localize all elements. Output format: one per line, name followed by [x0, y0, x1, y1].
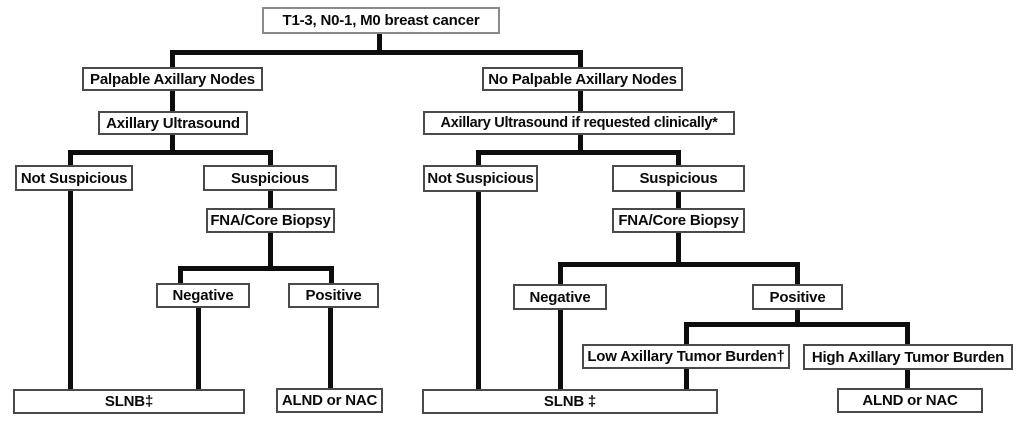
connector-right-positive-stem [795, 310, 800, 326]
node-high-axillary-tumor-burden: High Axillary Tumor Burden [803, 344, 1013, 370]
connector-to-right-not-suspicious [476, 150, 481, 165]
connector-right-suspicious-fna [676, 191, 681, 208]
connector-left-suspicious-fna [268, 191, 273, 208]
node-left-suspicious: Suspicious [203, 165, 337, 191]
node-left-alnd-or-nac: ALND or NAC [276, 388, 383, 413]
node-right-axillary-ultrasound-if-requested: Axillary Ultrasound if requested clinica… [423, 111, 735, 135]
connector-low-burden-slnb [684, 369, 689, 389]
connector-left-positive-alnd [328, 308, 333, 388]
connector-palpable-ultrasound [170, 91, 175, 111]
connector-left-split2 [68, 150, 273, 155]
node-left-fna-core-biopsy: FNA/Core Biopsy [206, 208, 335, 233]
connector-left-split3 [178, 266, 334, 271]
connector-right-split3 [558, 262, 800, 267]
node-right-not-suspicious: Not Suspicious [423, 165, 538, 192]
connector-right-negative-slnb [558, 310, 563, 389]
node-palpable-axillary-nodes: Palpable Axillary Nodes [82, 67, 263, 91]
connector-to-left-positive [329, 266, 334, 283]
node-low-axillary-tumor-burden: Low Axillary Tumor Burden† [582, 344, 790, 369]
connector-no-palpable-ultrasound [578, 91, 583, 111]
connector-left-fna-stem [268, 233, 273, 269]
connector-right-not-suspicious-slnb [476, 191, 481, 389]
connector-right-ultrasound-stem [578, 135, 583, 153]
connector-to-high-burden [905, 322, 910, 344]
connector-right-fna-stem [676, 233, 681, 266]
node-left-not-suspicious: Not Suspicious [15, 165, 133, 191]
node-right-fna-core-biopsy: FNA/Core Biopsy [612, 208, 745, 233]
connector-to-right-positive [795, 262, 800, 284]
node-left-positive: Positive [288, 283, 379, 308]
node-root-breast-cancer: T1-3, N0-1, M0 breast cancer [262, 7, 500, 34]
connector-to-left-negative [178, 266, 183, 283]
connector-to-left-suspicious [268, 150, 273, 165]
connector-to-left-not-suspicious [68, 150, 73, 165]
connector-left-ultrasound-stem [170, 135, 175, 153]
node-right-alnd-or-nac: ALND or NAC [837, 388, 983, 413]
connector-left-negative-slnb [196, 308, 201, 389]
connector-right-split4 [684, 322, 910, 327]
node-right-slnb: SLNB ‡ [422, 389, 718, 414]
connector-to-right-suspicious [676, 150, 681, 165]
node-right-positive: Positive [752, 284, 843, 310]
connector-high-burden-alnd [905, 370, 910, 388]
node-right-negative: Negative [513, 284, 607, 310]
node-left-slnb: SLNB‡ [13, 389, 245, 414]
node-right-suspicious: Suspicious [612, 165, 745, 192]
connector-top-split [171, 50, 583, 55]
connector-to-right-negative [558, 262, 563, 284]
node-left-axillary-ultrasound: Axillary Ultrasound [98, 111, 248, 135]
connector-to-no-palpable [578, 50, 583, 67]
connector-to-low-burden [684, 322, 689, 344]
connector-root-stem [377, 33, 382, 53]
connector-right-split2 [476, 150, 681, 155]
node-no-palpable-axillary-nodes: No Palpable Axillary Nodes [482, 67, 683, 91]
node-left-negative: Negative [156, 283, 250, 308]
connector-to-palpable [170, 50, 175, 67]
connector-left-not-suspicious-slnb [68, 191, 73, 389]
